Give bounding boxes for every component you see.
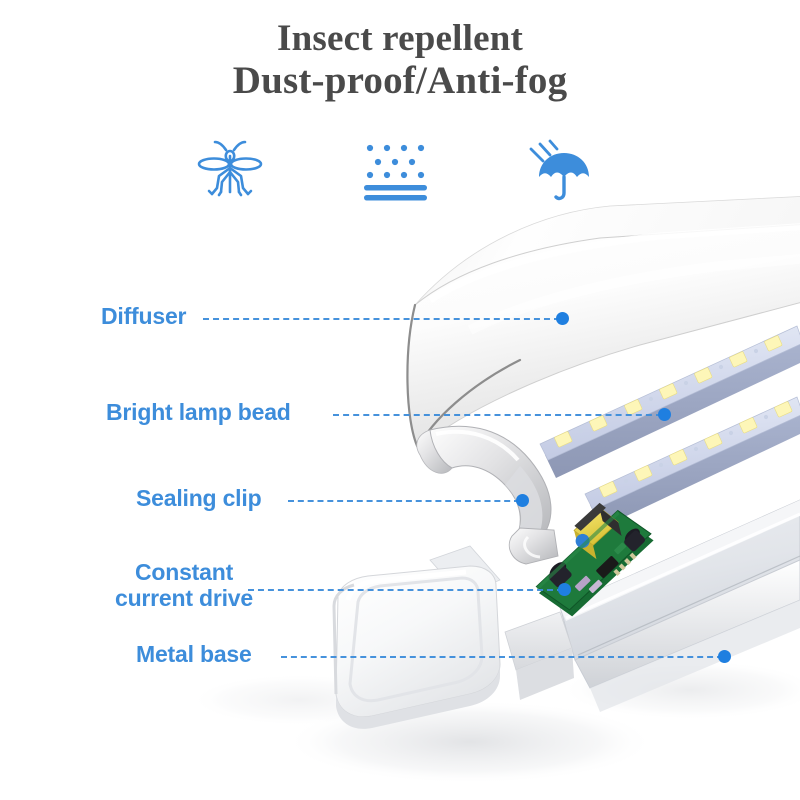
leader-dot-metal-base	[718, 650, 731, 663]
feature-icon-row	[0, 132, 800, 210]
callout-constant-current-drive-line2: current drive	[114, 584, 253, 611]
callout-constant-current-drive-line1: Constant	[134, 559, 234, 585]
dust-particles-icon	[364, 144, 427, 201]
leader-line-sealing-clip	[288, 500, 520, 502]
callout-bright-lamp-bead: Bright lamp bead	[106, 399, 291, 425]
leader-line-bright-lamp-bead	[333, 414, 662, 416]
callout-sealing-clip: Sealing clip	[136, 485, 262, 511]
leader-dot-bright-lamp-bead	[658, 408, 671, 421]
sealing-clip	[416, 425, 559, 565]
headline-line-1: Insect repellent	[276, 18, 524, 59]
leader-dot-diffuser	[556, 312, 569, 325]
leader-line-diffuser	[203, 318, 560, 320]
leader-line-constant-current-drive	[248, 589, 563, 591]
leader-dot-constant-current-drive	[558, 583, 571, 596]
headline-block: Insect repellent Dust-proof/Anti-fog	[0, 18, 800, 103]
mosquito-icon	[197, 140, 263, 197]
end-cap	[332, 545, 574, 729]
feature-insect-repellent	[175, 132, 285, 210]
metal-base-channel	[559, 499, 800, 712]
leader-line-metal-base	[281, 656, 723, 658]
leader-dot-sealing-clip	[516, 494, 529, 507]
headline-line-2: Dust-proof/Anti-fog	[232, 59, 568, 103]
diffuser-cover	[406, 196, 800, 451]
feature-dust-proof	[340, 132, 450, 210]
callout-diffuser: Diffuser	[101, 303, 187, 329]
led-strip-lower	[584, 396, 800, 528]
feature-anti-fog	[505, 132, 615, 210]
umbrella-rain-icon	[529, 139, 589, 201]
callout-metal-base: Metal base	[136, 641, 252, 667]
led-strip-upper	[539, 325, 800, 478]
callout-constant-current-drive: Constant current drive	[84, 559, 284, 612]
